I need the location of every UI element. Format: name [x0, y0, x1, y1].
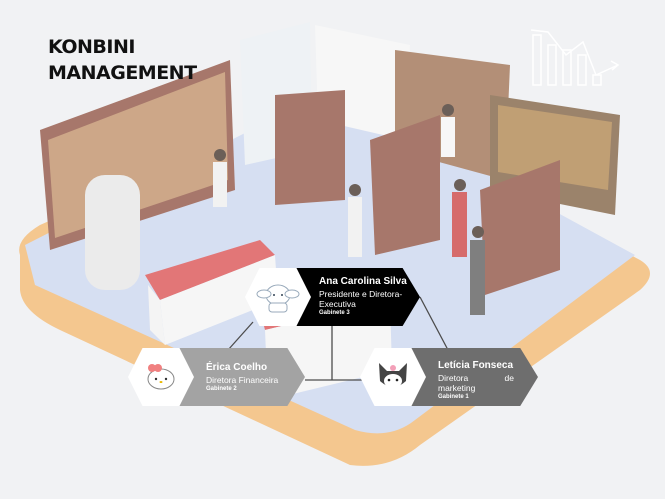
org-card-president[interactable]: Ana Carolina Silva Presidente e Diretora…: [245, 268, 420, 326]
org-connector-lines: [227, 296, 449, 381]
finance-office: Gabinete 2: [206, 386, 237, 392]
org-card-marketing[interactable]: Letícia Fonseca Diretora de marketing Ga…: [360, 348, 538, 406]
hello-kitty-avatar-icon: [128, 348, 194, 406]
aisle-shelf-2: [370, 115, 440, 255]
cinnamoroll-avatar-icon: [245, 268, 311, 326]
org-card-finance[interactable]: Érica Coelho Diretora Financeira Gabinet…: [128, 348, 305, 406]
display-tower: [85, 175, 140, 290]
finance-name: Érica Coelho: [206, 362, 268, 373]
aisle-shelf-3: [480, 160, 560, 295]
checkout-counter-1: [145, 240, 275, 300]
bar-chart-decline-icon: [530, 29, 620, 86]
marketing-role: Diretora de marketing: [438, 373, 514, 393]
title-line-1: KONBINI: [48, 36, 135, 58]
finance-role: Diretora Financeira: [206, 375, 279, 385]
marketing-office: Gabinete 1: [438, 394, 469, 400]
app-title: KONBINI MANAGEMENT: [48, 34, 197, 86]
president-role: Presidente e Diretora-Executiva: [319, 289, 403, 309]
president-office: Gabinete 3: [319, 310, 350, 316]
president-name: Ana Carolina Silva: [319, 276, 407, 287]
aisle-shelf-1: [275, 90, 345, 205]
marketing-name: Letícia Fonseca: [438, 360, 514, 371]
title-line-2: MANAGEMENT: [48, 62, 197, 84]
kuromi-avatar-icon: [360, 348, 426, 406]
